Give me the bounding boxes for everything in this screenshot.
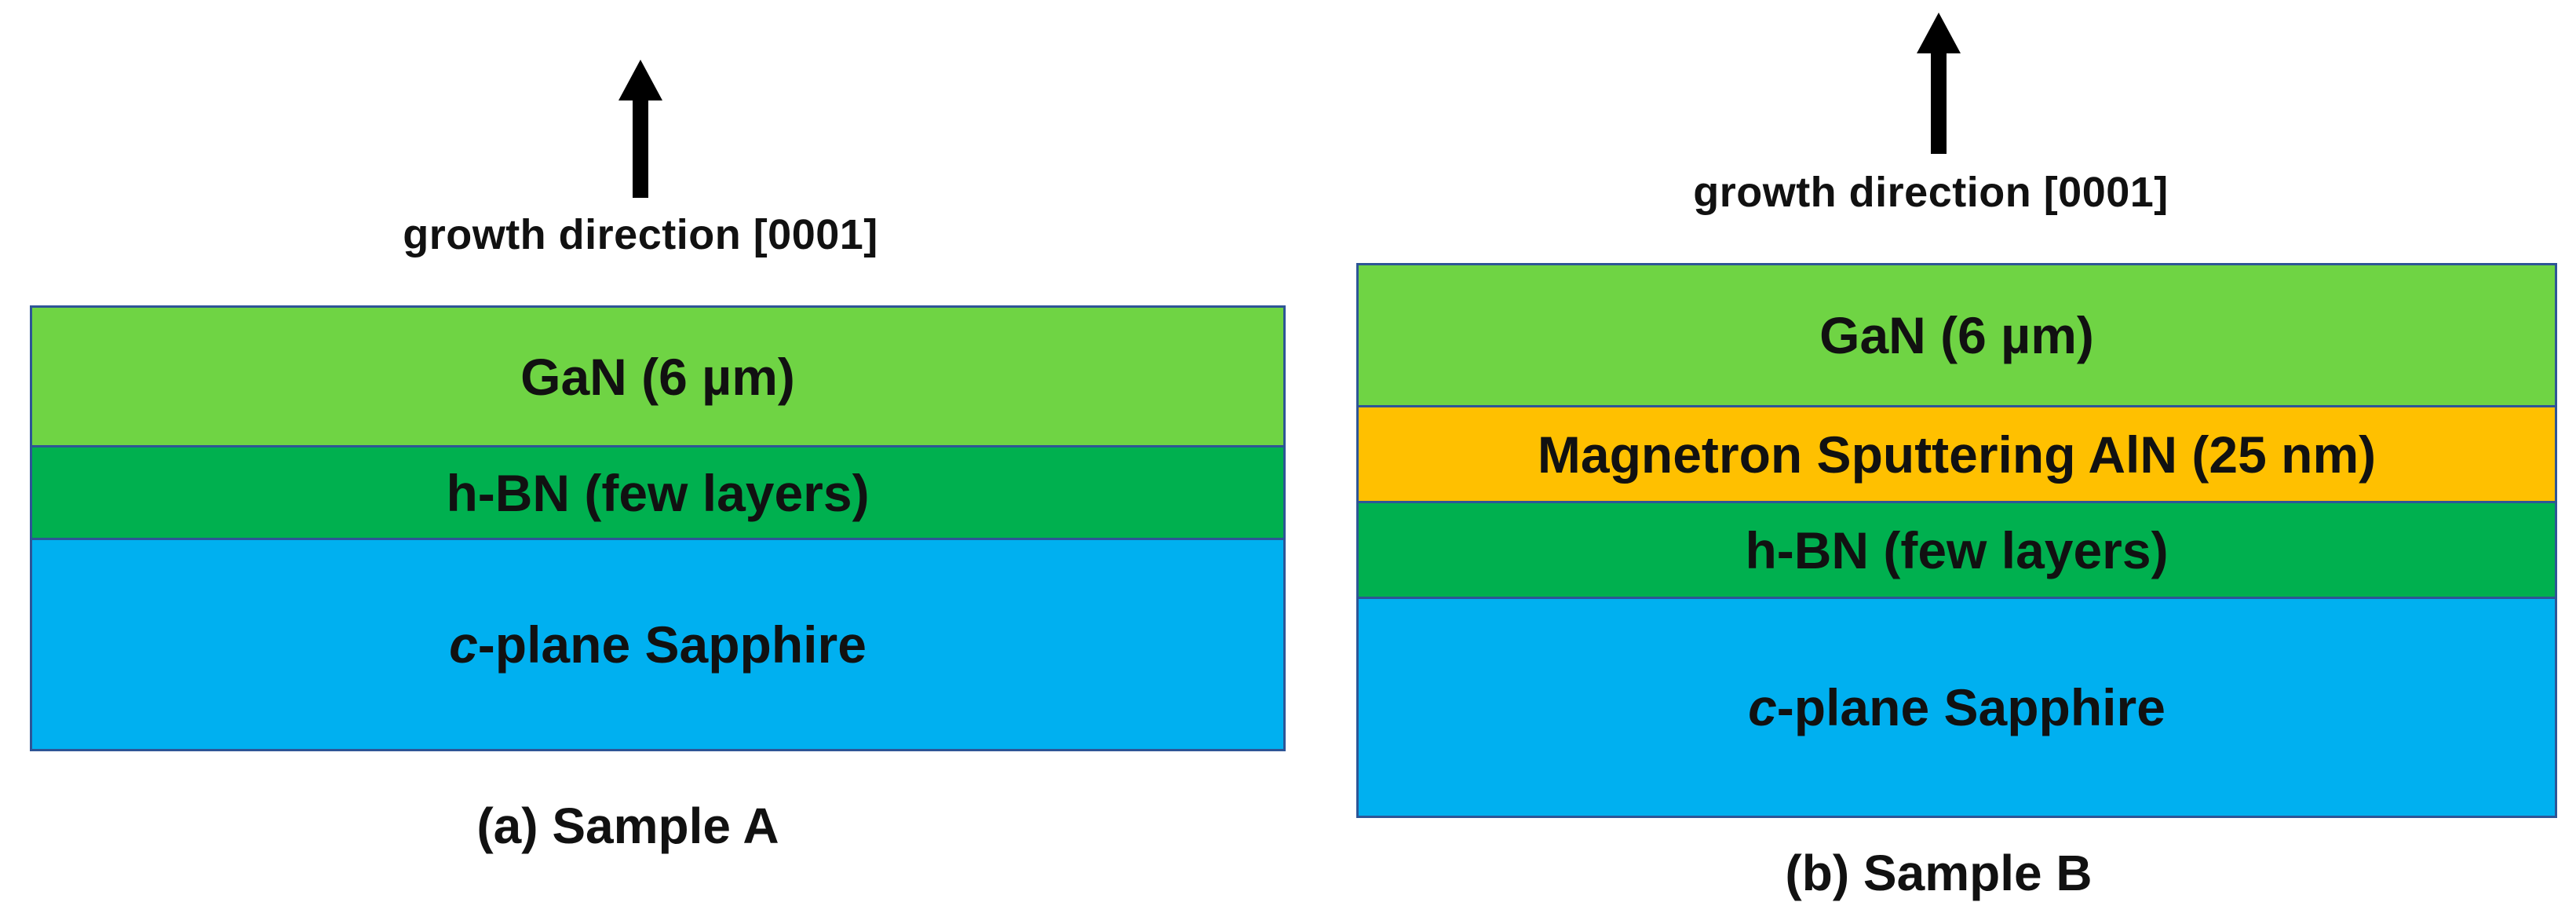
gan-layer-label: GaN (6 µm) [1819, 306, 2094, 364]
growth-direction-label: growth direction [0001] [1693, 169, 2169, 216]
layer-stack: GaN (6 µm) Magnetron Sputtering AlN (25 … [1356, 263, 2557, 818]
sapphire-layer-label: c-plane Sapphire [449, 615, 867, 674]
hbn-layer-label: h-BN (few layers) [1745, 520, 2169, 579]
gan-layer-label: GaN (6 µm) [520, 347, 795, 406]
growth-direction-label: growth direction [0001] [403, 211, 878, 258]
growth-direction-arrow-icon [617, 60, 664, 198]
sample-a-panel: growth direction [0001] GaN (6 µm) h-BN … [30, 60, 1286, 854]
sample-b-panel: growth direction [0001] GaN (6 µm) Magne… [1334, 0, 2576, 924]
sapphire-layer: c-plane Sapphire [32, 538, 1283, 749]
sapphire-layer-label: c-plane Sapphire [1748, 677, 2166, 737]
aln-layer: Magnetron Sputtering AlN (25 nm) [1359, 405, 2555, 501]
hbn-layer-label: h-BN (few layers) [446, 463, 870, 522]
sample-caption: (a) Sample A [476, 798, 779, 854]
sapphire-label-rest: -plane Sapphire [1776, 678, 2166, 736]
sapphire-layer: c-plane Sapphire [1359, 597, 2555, 816]
gan-layer: GaN (6 µm) [32, 308, 1283, 445]
growth-direction-arrow-icon [1915, 13, 1962, 154]
gan-layer: GaN (6 µm) [1359, 265, 2555, 405]
hbn-layer: h-BN (few layers) [1359, 501, 2555, 597]
sample-caption: (b) Sample B [1785, 845, 2093, 901]
c-plane-italic: c [1748, 678, 1777, 736]
layer-stack: GaN (6 µm) h-BN (few layers) c-plane Sap… [30, 305, 1286, 751]
c-plane-italic: c [449, 615, 478, 674]
aln-layer-label: Magnetron Sputtering AlN (25 nm) [1537, 425, 2377, 484]
hbn-layer: h-BN (few layers) [32, 445, 1283, 538]
sapphire-label-rest: -plane Sapphire [477, 615, 867, 674]
